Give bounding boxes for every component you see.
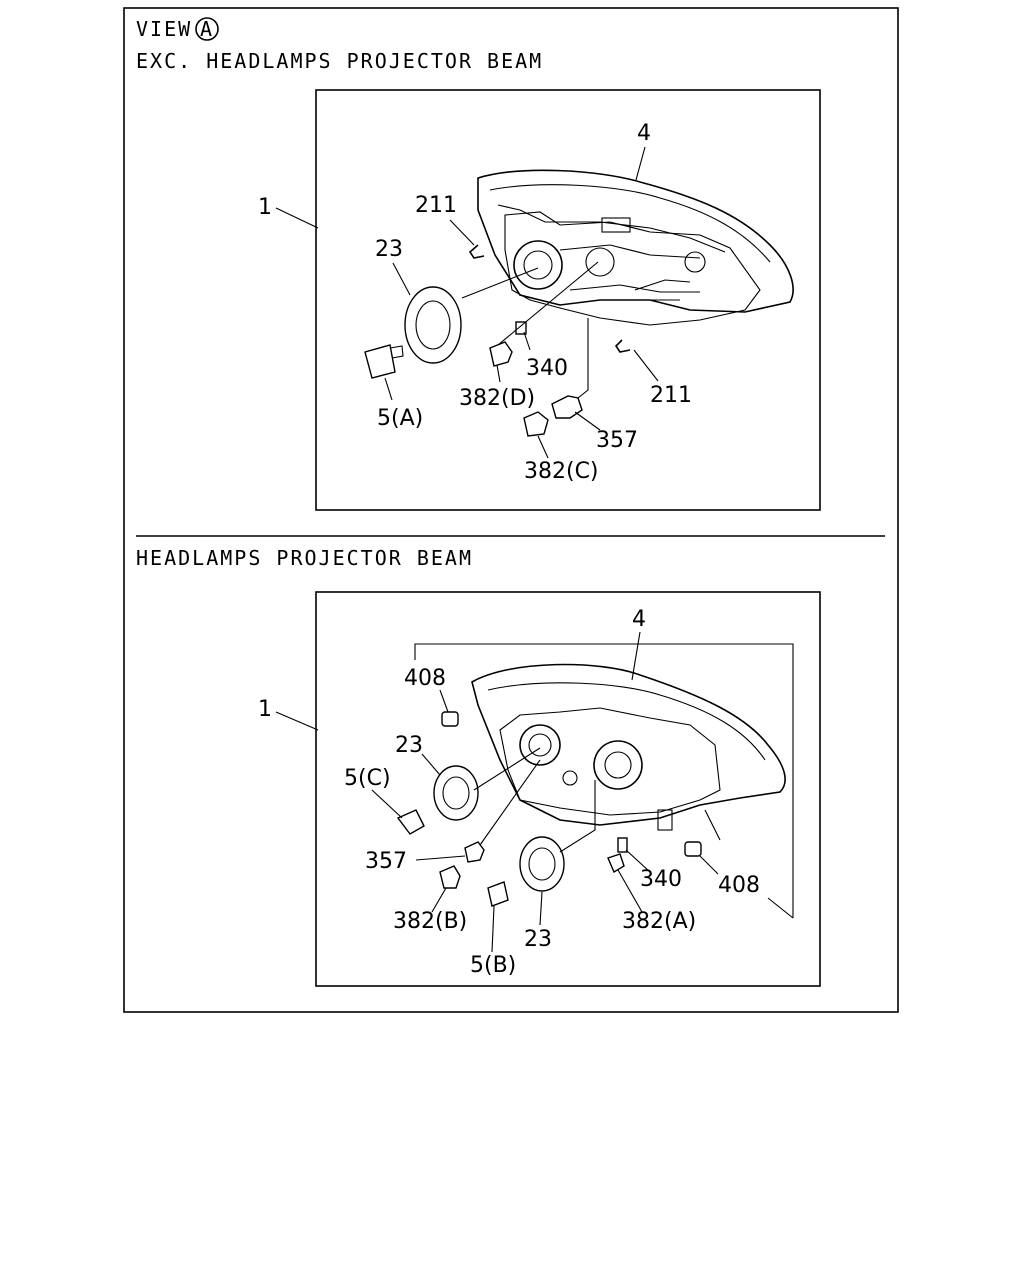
- top-part-382d: [489, 341, 513, 367]
- top-part-382c: [523, 411, 549, 437]
- bottom-part-382b: [439, 865, 461, 889]
- bottom-label-23-b: 23: [524, 927, 552, 952]
- top-part-211-b: [614, 339, 631, 353]
- bottom-diagram: 4 408 1 23 5(C) 357 382(B) 23 5(B) 340 4…: [258, 591, 821, 987]
- top-part-357: [551, 395, 583, 419]
- top-housing-tab: [601, 217, 631, 233]
- top-part-23-cover: [404, 286, 462, 364]
- bottom-diagram-frame: [315, 591, 821, 987]
- view-letter: A: [200, 17, 212, 41]
- top-label-382c: 382(C): [524, 459, 599, 484]
- top-housing-port: [585, 247, 615, 277]
- bottom-label-23-a: 23: [395, 733, 423, 758]
- bottom-part-340: [617, 837, 628, 853]
- top-label-382d: 382(D): [459, 386, 535, 411]
- bottom-bracket: [414, 643, 794, 918]
- top-leader-lines: [275, 146, 659, 459]
- top-housing-port-2: [684, 251, 706, 273]
- top-label-1: 1: [258, 195, 272, 220]
- bottom-part-408-b: [684, 841, 702, 857]
- top-housing-rim: [477, 169, 794, 313]
- bottom-label-408-b: 408: [718, 873, 760, 898]
- bottom-housing-rim: [471, 663, 786, 826]
- bottom-part-408-a: [441, 711, 459, 727]
- bottom-part-23-a-inner: [442, 776, 470, 810]
- top-part-211-a: [468, 244, 485, 259]
- bottom-part-23-a: [433, 765, 479, 821]
- bottom-label-5c: 5(C): [344, 766, 391, 791]
- top-label-211-a: 211: [415, 193, 457, 218]
- bottom-housing-inner: [487, 682, 766, 761]
- top-label-340: 340: [526, 356, 568, 381]
- bottom-label-408-a: 408: [404, 666, 446, 691]
- top-part-23-cover-inner: [415, 300, 451, 350]
- bottom-part-382a: [607, 853, 625, 874]
- top-label-23: 23: [375, 237, 403, 262]
- bottom-housing-body: [499, 707, 721, 816]
- bottom-label-4: 4: [632, 607, 646, 632]
- top-part-340: [515, 321, 527, 335]
- top-label-5a: 5(A): [377, 406, 423, 431]
- bottom-leader-lines: [275, 631, 721, 953]
- bottom-label-340: 340: [640, 867, 682, 892]
- top-diagram-frame: [315, 89, 821, 511]
- top-housing-socket-outer: [513, 240, 563, 290]
- bottom-label-5b: 5(B): [470, 953, 516, 978]
- top-label-357: 357: [596, 428, 638, 453]
- bottom-housing-socket-right-inner: [604, 751, 632, 779]
- bottom-housing-socket-left: [519, 724, 561, 766]
- section-2-title: HEADLAMPS PROJECTOR BEAM: [136, 546, 473, 570]
- top-housing-inner: [489, 184, 771, 263]
- top-label-4: 4: [637, 121, 651, 146]
- bottom-label-382b: 382(B): [393, 909, 467, 934]
- outer-frame: [123, 7, 899, 1013]
- bottom-part-5b: [487, 881, 509, 907]
- top-housing-body: [504, 211, 761, 326]
- bottom-part-5c: [396, 809, 425, 835]
- top-housing-socket-inner: [523, 250, 553, 280]
- bottom-label-382a: 382(A): [622, 909, 696, 934]
- bottom-housing-tab: [657, 809, 673, 831]
- top-diagram: 4 1 211 23 340 382(D) 5(A) 211 357 382(C…: [258, 89, 821, 511]
- bottom-housing-port: [562, 770, 578, 786]
- bottom-label-1: 1: [258, 697, 272, 722]
- bottom-bracket-end: [767, 897, 794, 919]
- top-part-5a-bulb: [364, 344, 404, 379]
- top-housing-detail: [559, 244, 701, 301]
- section-1-title: EXC. HEADLAMPS PROJECTOR BEAM: [136, 49, 543, 73]
- top-label-211-b: 211: [650, 383, 692, 408]
- bottom-part-23-b-inner: [528, 847, 556, 881]
- bottom-part-23-b: [519, 836, 565, 892]
- bottom-part-357: [464, 841, 485, 863]
- bottom-housing-socket-left-inner: [528, 733, 552, 757]
- bottom-housing-socket-right: [593, 740, 643, 790]
- view-letter-circle: [195, 17, 219, 41]
- bottom-label-357: 357: [365, 849, 407, 874]
- view-title: VIEW: [136, 17, 192, 41]
